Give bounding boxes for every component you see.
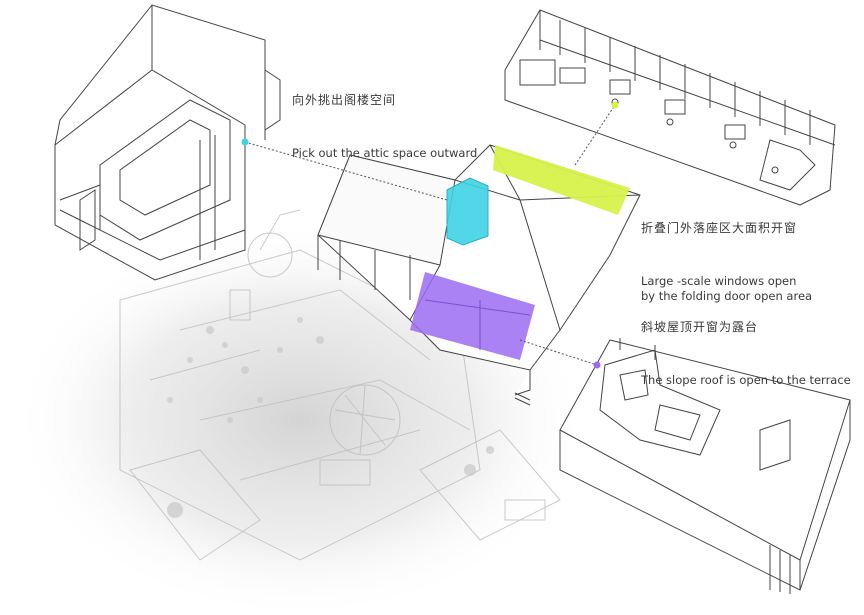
folding-annotation-en: Large -scale windows open by the folding… (641, 274, 813, 303)
attic-annotation: 向外挑出阁楼空间 Pick out the attic space outwar… (292, 78, 477, 176)
terrace-divider (424, 299, 531, 350)
terrace-annotation-zh: 斜坡屋顶开窗为露台 (641, 320, 759, 334)
attic-highlight (446, 177, 489, 246)
window-marker (611, 101, 619, 109)
attic-marker (241, 138, 249, 146)
terrace-module-drawing (559, 338, 851, 594)
leader-lines (241, 101, 619, 369)
main-house-drawing (317, 144, 641, 406)
window-highlight (493, 145, 630, 215)
terrace-annotation: 斜坡屋顶开窗为露台 The slope roof is open to the … (641, 305, 851, 403)
folding-door-module-drawing (504, 9, 836, 206)
attic-annotation-en: Pick out the attic space outward (292, 146, 478, 160)
terrace-annotation-en: The slope roof is open to the terrace (641, 373, 851, 387)
terrace-marker (593, 361, 601, 369)
folding-annotation-zh: 折叠门外落座区大面积开窗 (641, 221, 798, 235)
attic-annotation-zh: 向外挑出阁楼空间 (292, 93, 397, 107)
terrace-highlight (410, 272, 535, 360)
attic-module-drawing (54, 4, 281, 281)
folding-annotation: 折叠门外落座区大面积开窗 Large -scale windows open b… (641, 206, 812, 319)
